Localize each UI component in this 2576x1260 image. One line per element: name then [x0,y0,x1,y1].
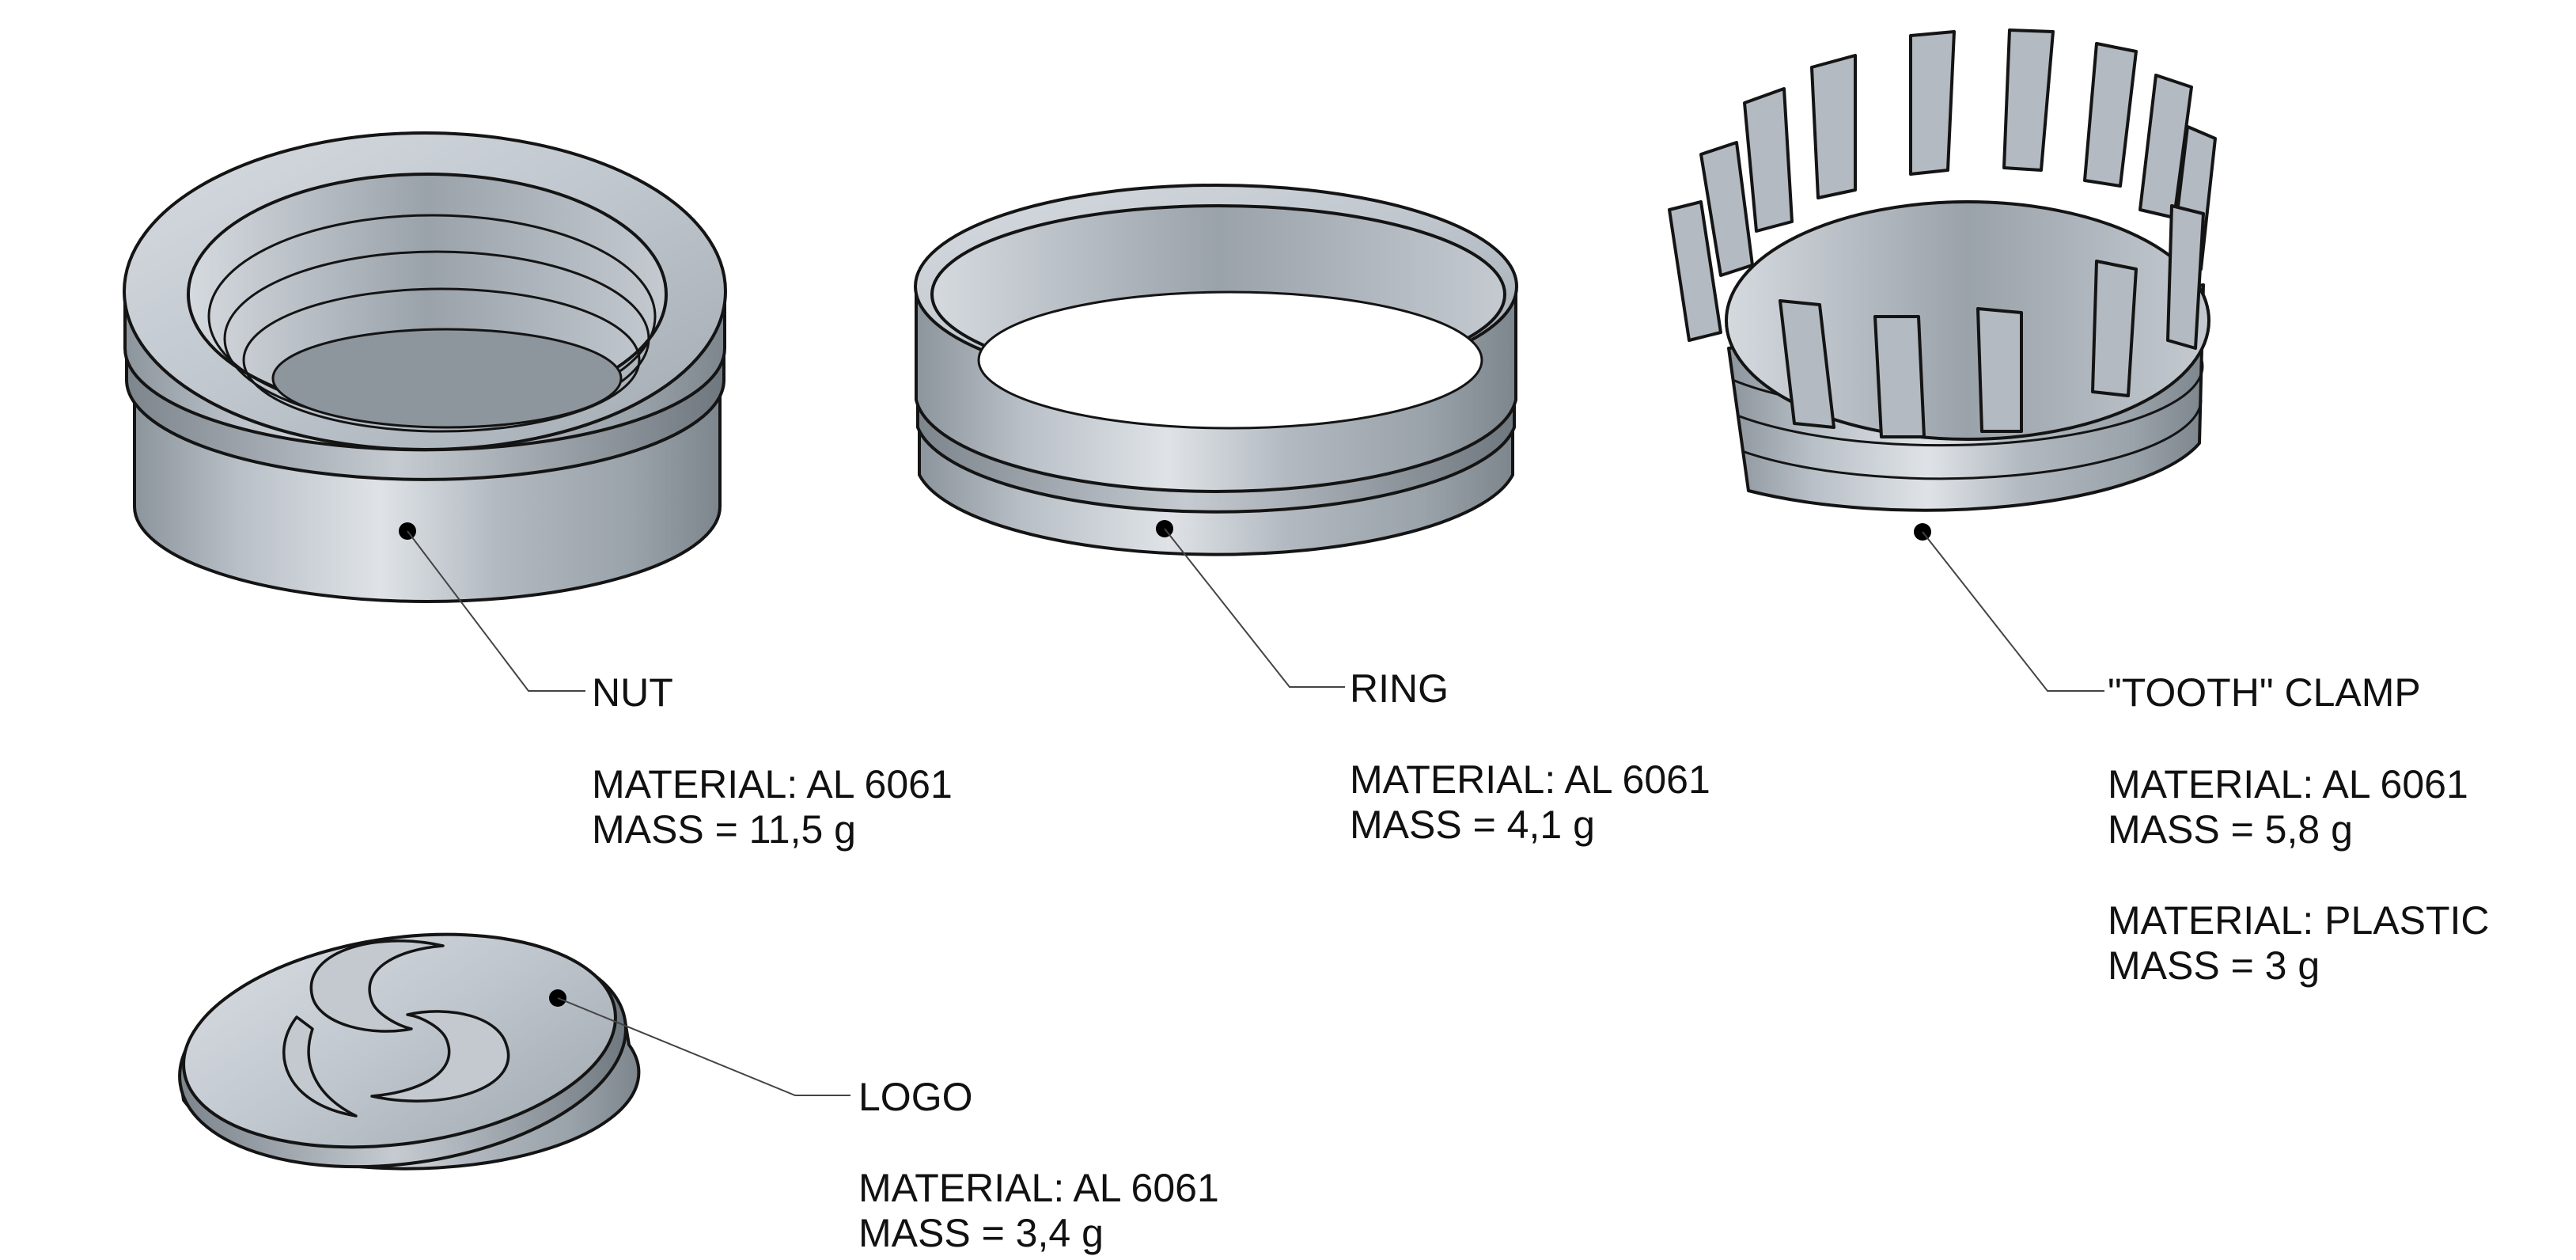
part-mass: MASS = 5,8 g [2108,807,2353,852]
clamp-tooth [1810,54,1857,199]
part-material: MATERIAL: AL 6061 [858,1166,1219,1210]
logo-emblem [282,939,510,1118]
part-name: "TOOTH" CLAMP [2108,670,2421,715]
clamp-tooth [1976,307,2023,433]
clamp-tooth [2083,42,2138,188]
clamp-rim [1725,200,2210,441]
logo-disc-face [182,932,617,1149]
clamp-rib-3 [1741,399,2203,480]
clamp-tooth [2091,260,2138,397]
part-name: RING [1350,666,1449,711]
clamp-tooth [1779,299,1835,429]
ring-opening [977,290,1483,430]
part-mass: MASS = 4,1 g [1350,803,1595,847]
part-mass: MASS = 3,4 g [858,1211,1104,1255]
leader-line [1164,528,1345,688]
part-name: NUT [592,670,673,715]
ring-part [914,184,1518,556]
logo-swirl-tail [282,1015,358,1118]
clamp-tooth [1668,200,1722,342]
callout-tooth-clamp: "TOOTH" CLAMP MATERIAL: AL 6061 MASS = 5… [1914,523,2490,988]
nut-part [123,131,727,603]
leader-line [407,530,585,692]
leader-line [1922,531,2104,692]
callout-nut: NUT MATERIAL: AL 6061 MASS = 11,5 g [399,522,953,852]
clamp-tooth [1873,315,1926,438]
leader-line [557,997,850,1096]
part-material: MATERIAL: AL 6061 [1350,757,1710,802]
logo-swirl-bottom [370,1010,510,1102]
logo-swirl-top [309,939,445,1033]
clamp-tooth [1743,87,1794,233]
nut-thread-3 [242,287,641,433]
clamp-tooth [2166,204,2205,350]
callout-ring: RING MATERIAL: AL 6061 MASS = 4,1 g [1156,520,1710,847]
part-material-secondary: MATERIAL: PLASTIC [2108,898,2490,943]
logo-part [178,932,641,1171]
part-mass: MASS = 11,5 g [592,807,856,852]
clamp-rib-2 [1737,359,2204,447]
part-material: MATERIAL: AL 6061 [2108,762,2468,806]
part-name: LOGO [858,1075,972,1119]
part-mass-secondary: MASS = 3 g [2108,943,2320,988]
callout-logo: LOGO MATERIAL: AL 6061 MASS = 3,4 g [549,989,1219,1255]
tooth-clamp-part [1668,28,2217,512]
clamp-tooth [1909,30,1956,176]
clamp-tooth [2002,28,2055,172]
nut-bore-shadow [271,328,623,429]
clamp-tooth [1699,141,1754,277]
clamp-teeth [1668,28,2217,438]
part-material: MATERIAL: AL 6061 [592,762,953,806]
